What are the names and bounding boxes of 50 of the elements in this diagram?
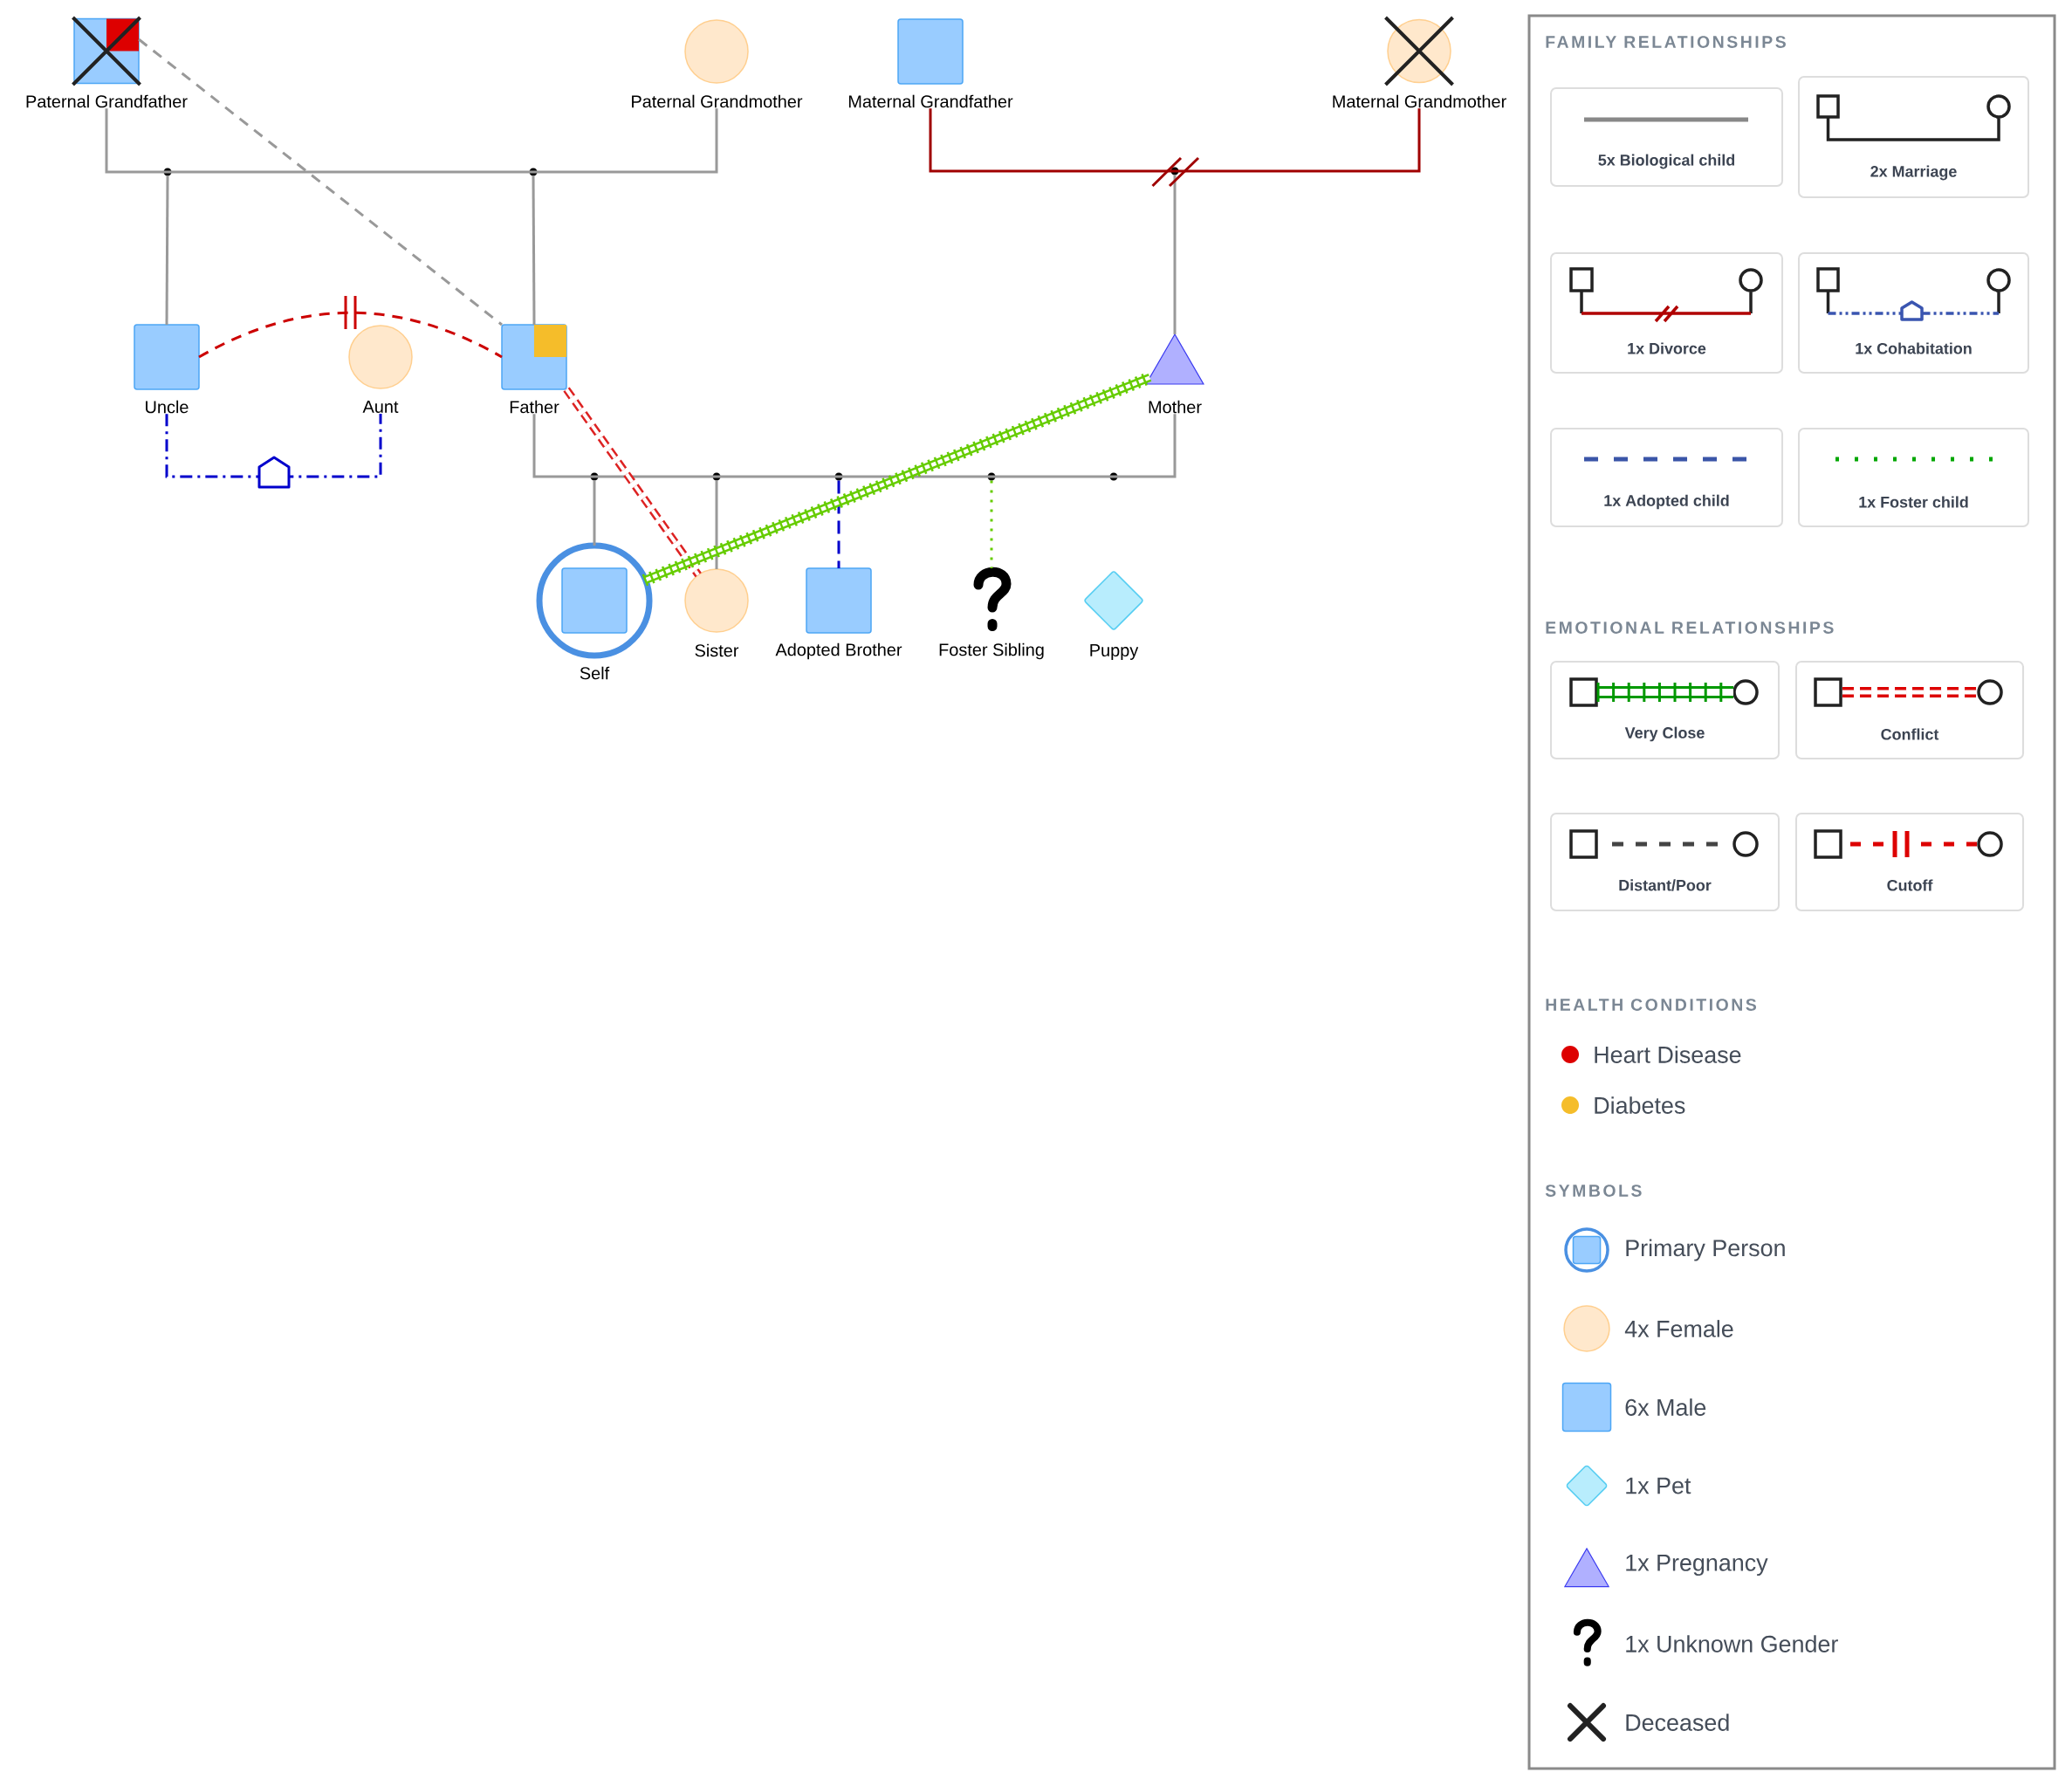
conflict-line	[563, 387, 702, 578]
legend-card: Distant/Poor	[1550, 813, 1780, 911]
cohabitation-line	[165, 413, 382, 478]
legend-label: 1x Pet	[1626, 1477, 1691, 1494]
legend-card: Conflict	[1795, 661, 2025, 759]
section-heading: FAMILY RELATIONSHIPS	[1546, 36, 1786, 48]
child-line	[165, 175, 169, 325]
legend-card: 1x Adopted child	[1550, 428, 1784, 527]
child-line	[532, 175, 536, 326]
person-name: Paternal Grandfather	[26, 94, 188, 108]
person-name: Mother	[1149, 400, 1202, 414]
legend-card: 1x Cohabitation	[1798, 252, 2030, 374]
legend-card: Cutoff	[1795, 813, 2025, 911]
legend-label: 1x Pregnancy	[1626, 1554, 1768, 1576]
section-heading: HEALTH CONDITIONS	[1546, 999, 1757, 1011]
person-name: Uncle	[146, 400, 189, 414]
person-name: Foster Sibling	[939, 642, 1044, 660]
person-name: Father	[510, 400, 559, 414]
child-line	[1173, 175, 1177, 334]
person-name: Maternal Grandmother	[1333, 94, 1506, 108]
person-name: Puppy	[1090, 644, 1139, 660]
legend-card: 1x Foster child	[1798, 428, 2030, 527]
section-heading: SYMBOLS	[1545, 1185, 1642, 1197]
marriage-line	[532, 414, 1177, 478]
legend-label: Diabetes	[1595, 1096, 1685, 1114]
adoption-line	[837, 480, 840, 568]
child-line	[715, 480, 718, 569]
legend-label: Primary Person	[1626, 1239, 1785, 1261]
child-line	[593, 480, 596, 546]
person-name: Aunt	[362, 401, 399, 413]
section-heading: EMOTIONAL RELATIONSHIPS	[1546, 622, 1834, 634]
divorce-line	[929, 108, 1421, 173]
distant-line	[138, 38, 503, 326]
legend-card: 1x Divorce	[1550, 252, 1784, 374]
person-name: Paternal Grandmother	[632, 94, 803, 108]
person-name: Self	[580, 666, 610, 680]
legend-label: Deceased	[1626, 1714, 1729, 1731]
legend-card: 2x Marriage	[1798, 76, 2030, 198]
legend-card: 5x Biological child	[1550, 87, 1784, 187]
foster-line	[990, 480, 993, 568]
legend-label: Heart Disease	[1595, 1046, 1741, 1063]
cutoff-line	[198, 311, 503, 359]
person-name: Maternal Grandfather	[848, 94, 1013, 108]
legend-label: 1x Unknown Gender	[1626, 1635, 1838, 1652]
legend-label: 6x Male	[1625, 1398, 1706, 1416]
legend-label: 4x Female	[1624, 1320, 1733, 1337]
person-name: Adopted Brother	[775, 642, 902, 660]
marriage-line	[105, 108, 718, 174]
close-relationship-line	[643, 374, 1152, 584]
person-name: Sister	[695, 643, 739, 657]
